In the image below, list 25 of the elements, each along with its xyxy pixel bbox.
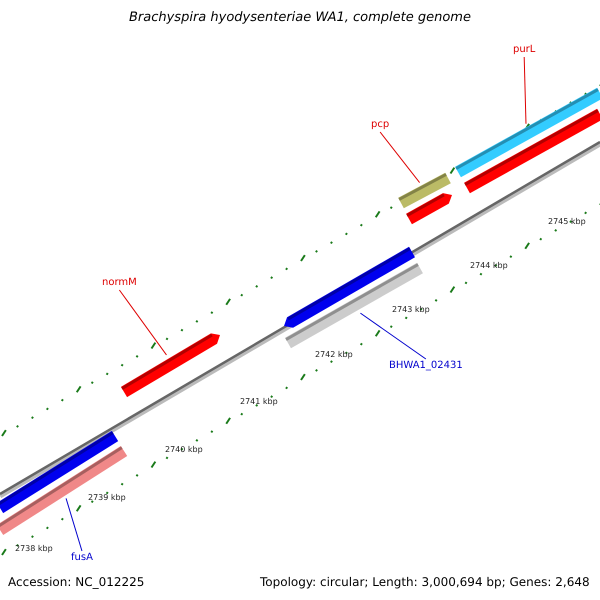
title: Brachyspira hyodysenteriae WA1, complete genome	[128, 10, 472, 26]
leader-line	[118, 290, 167, 356]
gene-label: purL	[513, 44, 536, 56]
scale-label: 2741 kbp	[240, 396, 278, 408]
scale-label: 2739 kbp	[88, 492, 126, 504]
gene-label: fusA	[71, 552, 93, 564]
scale-label: 2743 kbp	[392, 304, 430, 316]
scale-label: 2742 kbp	[315, 349, 353, 361]
gene-bar	[464, 108, 600, 194]
scale-label: 2740 kbp	[165, 444, 203, 456]
footer-note: Topology: circular; Length: 3,000,694 bp; Genes: 2,648	[260, 575, 590, 589]
scale-label: 2745 kbp	[548, 216, 586, 228]
scale-label: 2738 kbp	[15, 543, 53, 555]
gene-bar	[406, 193, 452, 224]
footer-note: Accession: NC_012225	[8, 575, 144, 589]
gene-bar	[0, 446, 128, 536]
scale-label: 2744 kbp	[470, 260, 508, 272]
leader-line	[66, 498, 82, 552]
gene-bar	[120, 333, 220, 398]
leader-line	[524, 56, 526, 124]
gene-label: pcp	[371, 119, 390, 131]
gene-label: normM	[102, 277, 137, 289]
leader-line	[380, 132, 420, 184]
leader-line	[360, 312, 426, 360]
gene-label: BHWA1_02431	[389, 360, 463, 372]
